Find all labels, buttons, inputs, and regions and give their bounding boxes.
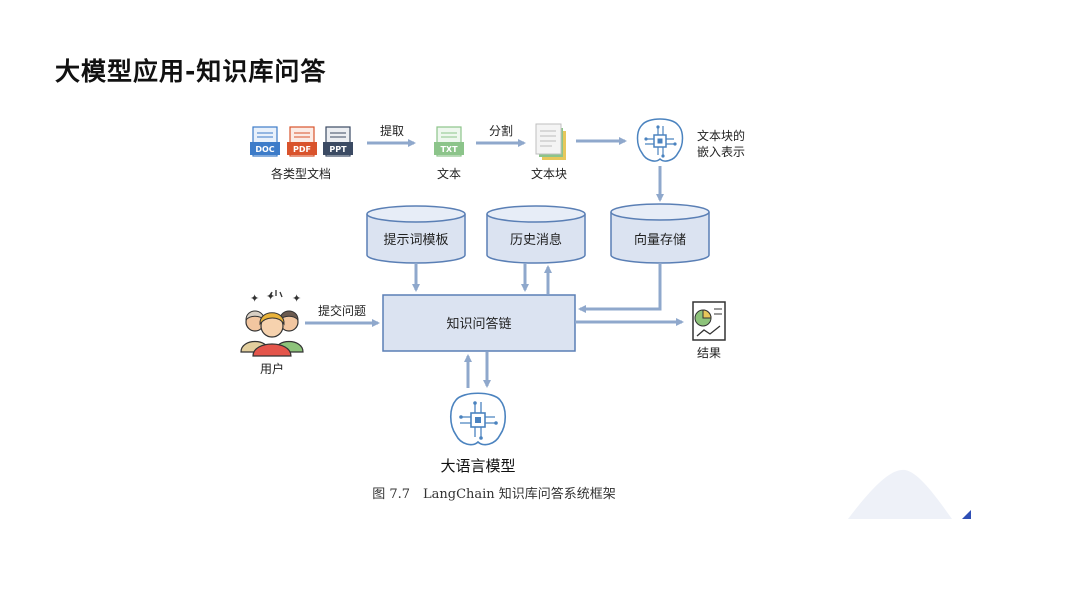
history-store: 历史消息 xyxy=(486,205,586,264)
qa-chain-box xyxy=(382,294,576,352)
brain-chip-icon xyxy=(636,118,684,162)
result-label: 结果 xyxy=(697,346,721,360)
page-title: 大模型应用-知识库问答 xyxy=(55,57,327,86)
split-label: 分割 xyxy=(489,123,513,138)
doc-icon: DOC xyxy=(250,126,280,157)
txt-icon: TXT xyxy=(434,126,464,157)
llm-label: 大语言模型 xyxy=(440,457,515,475)
submit-label: 提交问题 xyxy=(318,303,366,318)
store-to-chain-arrow xyxy=(578,263,662,313)
prompt-template-store: 提示词模板 xyxy=(366,205,466,264)
report-chart-icon xyxy=(692,301,726,341)
embed-label-2: 嵌入表示 xyxy=(697,145,745,159)
docs-label: 各类型文档 xyxy=(271,166,331,181)
history-label: 历史消息 xyxy=(510,232,562,248)
pdf-tag: PDF xyxy=(293,145,311,154)
txt-tag: TXT xyxy=(440,145,458,154)
text-label: 文本 xyxy=(437,166,461,181)
embed-label-1: 文本块的 xyxy=(697,128,745,143)
svg-text:✦: ✦ xyxy=(292,292,301,305)
ppt-icon: PPT xyxy=(323,126,353,157)
figure-caption: 图 7.7 LangChain 知识库问答系统框架 xyxy=(372,486,616,502)
svg-text:✦: ✦ xyxy=(250,292,259,305)
chunk-icon xyxy=(535,123,566,160)
decorative-shape xyxy=(848,469,952,519)
extract-label: 提取 xyxy=(380,123,404,138)
ppt-tag: PPT xyxy=(329,145,347,154)
decorative-triangle xyxy=(962,510,971,519)
prompt-template-label: 提示词模板 xyxy=(383,232,448,248)
llm-brain-icon xyxy=(449,392,507,446)
qa-chain-label: 知识问答链 xyxy=(446,316,511,332)
doc-tag: DOC xyxy=(255,145,274,154)
chunk-label: 文本块 xyxy=(531,166,567,181)
vector-store-label: 向量存储 xyxy=(634,232,686,248)
pdf-icon: PDF xyxy=(287,126,317,157)
user-label: 用户 xyxy=(260,361,284,376)
users-icon: ✦ ✦ ✦ xyxy=(240,290,304,357)
vector-store: 向量存储 xyxy=(610,203,710,264)
